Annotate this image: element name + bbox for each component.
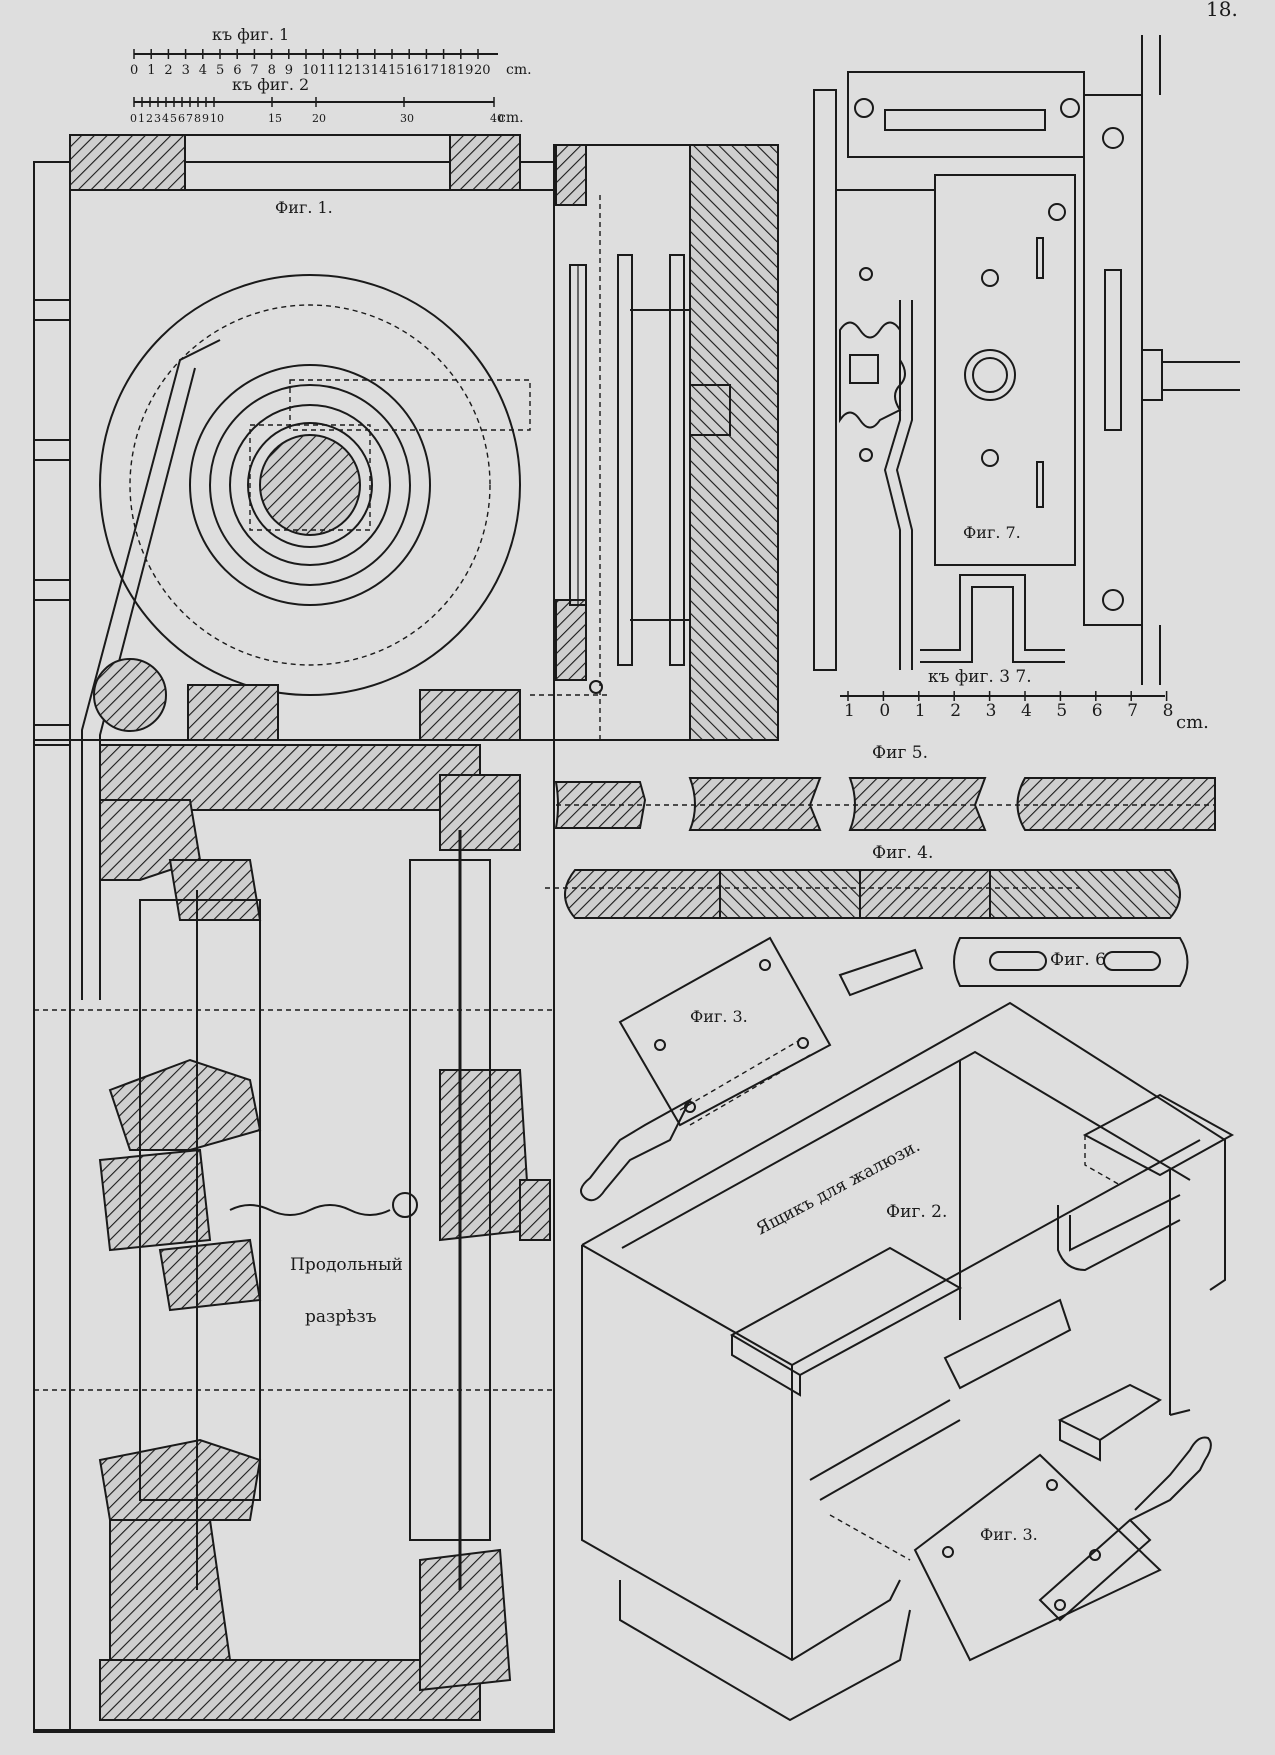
fig3b-label: Фиг. 3.: [980, 1525, 1038, 1544]
scale-fig1-tick-label: 20: [474, 63, 491, 78]
scale-fig37-unit: cm.: [1176, 712, 1209, 733]
scale-fig2-tick-label: 0: [130, 112, 137, 125]
scale-fig1-unit: cm.: [506, 62, 532, 78]
scale-fig1-tick-label: 12: [336, 63, 353, 78]
scale-fig2-tick-label: 20: [312, 112, 326, 125]
scale-fig2-tick-label: 2: [146, 112, 153, 125]
fig3a-label: Фиг. 3.: [690, 1007, 748, 1026]
scale-fig2-tick-label: 9: [202, 112, 209, 125]
scale-fig2-tick-label: 1: [138, 112, 145, 125]
scale-fig2-tick-label: 30: [400, 112, 414, 125]
fig4-label: Фиг. 4.: [872, 843, 933, 863]
scale-fig1-tick-label: 2: [164, 63, 172, 78]
scale-fig37: 1 0 1 2 3 4 5 6 7 8 cm. къ фиг. 3 7.: [840, 667, 1209, 733]
scale-fig37-tick-label: 0: [879, 701, 890, 721]
scale-fig2-title: къ фиг. 2: [232, 75, 309, 94]
scale-fig1-tick-label: 15: [388, 63, 405, 78]
scale-fig37-tick-label: 3: [986, 701, 997, 721]
fig5-label: Фиг 5.: [872, 743, 928, 763]
scale-fig2-tick-label: 7: [186, 112, 193, 125]
scale-fig1-tick-label: 6: [233, 63, 241, 78]
fig1-roller-housing: [33, 134, 555, 1733]
scale-fig1-tick-label: 19: [457, 63, 474, 78]
section-label-line1: Продольный: [290, 1255, 403, 1275]
fig6-label: Фиг. 6: [1050, 950, 1106, 970]
scale-fig2-tick-label: 15: [268, 112, 282, 125]
scale-fig37-title: къ фиг. 3 7.: [928, 667, 1032, 687]
fig3-lower-bracket: Фиг. 3.: [913, 1436, 1212, 1662]
scale-fig37-tick-label: 1: [844, 701, 855, 721]
scale-fig37-tick-label: 4: [1021, 701, 1032, 721]
scale-fig1-tick-label: 1: [147, 63, 155, 78]
section-label-line2: разрѣзъ: [305, 1307, 377, 1327]
scale-fig1-tick-label: 5: [216, 63, 224, 78]
scale-fig37-tick-label: 8: [1163, 701, 1174, 721]
page-number: 18.: [1206, 0, 1238, 21]
scale-fig37-tick-label: 6: [1092, 701, 1103, 721]
scale-fig2-tick-label: 5: [170, 112, 177, 125]
scale-fig2-tick-label: 3: [154, 112, 161, 125]
fig3-upper-bracket: Фиг. 3.: [580, 936, 924, 1202]
scale-fig1-tick-label: 14: [371, 63, 388, 78]
scale-fig1-tick-label: 10: [302, 63, 319, 78]
fig2-label: Фиг. 2.: [886, 1202, 947, 1222]
scale-fig1-tick-label: 9: [285, 63, 293, 78]
scale-fig2-tick-label: 4: [162, 112, 169, 125]
fig7-lock: Фиг. 7.: [813, 35, 1240, 685]
scale-fig1-tick-label: 16: [405, 63, 422, 78]
scale-fig37-tick-label: 2: [950, 701, 961, 721]
scale-fig37-tick-label: 7: [1127, 701, 1138, 721]
scale-fig1-tick-label: 11: [319, 63, 336, 78]
scale-fig1-tick-label: 17: [422, 63, 439, 78]
scale-fig37-tick-label: 1: [915, 701, 926, 721]
fig4-slat: Фиг. 4.: [545, 843, 1181, 919]
scale-fig1-tick-label: 18: [440, 63, 457, 78]
fig6-plate: Фиг. 6: [953, 937, 1189, 987]
scale-fig1-tick-label: 8: [268, 63, 276, 78]
box-label: Ящикъ для жалюзи.: [753, 1136, 924, 1239]
scale-fig1-tick-label: 4: [199, 63, 207, 78]
scale-fig1-tick-label: 7: [250, 63, 258, 78]
fig1-side-section: [419, 144, 779, 741]
fig1-label: Фиг. 1.: [275, 198, 333, 217]
scale-fig37-tick-label: 5: [1056, 701, 1067, 721]
scale-fig2-tick-label: 6: [178, 112, 185, 125]
scale-fig1-tick-label: 13: [354, 63, 371, 78]
fig2-box: Ящикъ для жалюзи. Фиг. 2.: [581, 1001, 1235, 1722]
scale-fig2-tick-label: 40: [490, 112, 504, 125]
scale-fig37-ticks: 1 0 1 2 3 4 5 6 7 8: [844, 691, 1173, 721]
scale-fig2-unit: cm.: [498, 110, 524, 126]
scale-fig1-title: къ фиг. 1: [212, 25, 289, 44]
scale-fig1-tick-label: 0: [130, 63, 138, 78]
fig5-slat: Фиг 5.: [554, 743, 1216, 831]
scale-fig2-tick-label: 8: [194, 112, 201, 125]
scale-fig1-tick-label: 3: [182, 63, 190, 78]
scale-fig2-tick-label: 10: [210, 112, 224, 125]
longitudinal-section: Продольный разрѣзъ: [33, 739, 555, 1731]
fig7-label: Фиг. 7.: [963, 523, 1021, 542]
